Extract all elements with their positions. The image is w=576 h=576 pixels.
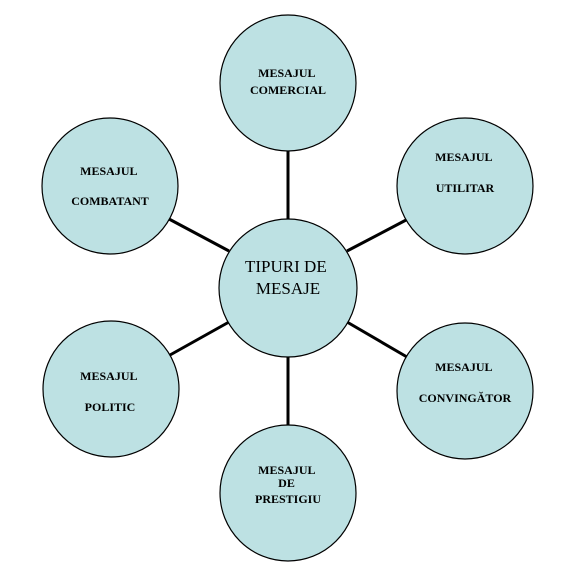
node-circle-convingator xyxy=(396,322,534,460)
node-label-convingator: MESAJUL CONVINGĂTOR xyxy=(419,360,512,405)
connectors xyxy=(168,150,409,425)
node-label-politic: MESAJUL POLITIC xyxy=(80,369,140,414)
node-label-line: COMBATANT xyxy=(71,194,149,208)
node-label-line: MESAJUL xyxy=(80,164,137,178)
node-label-line: DE xyxy=(278,476,295,490)
node-circle-politic xyxy=(42,320,180,458)
center-label: TIPURI DE MESAJE xyxy=(245,257,331,298)
node-label-line: MESAJUL xyxy=(435,150,492,164)
node-label-combatant: MESAJUL COMBATANT xyxy=(71,164,149,208)
node-label-line: COMERCIAL xyxy=(250,83,326,97)
node-circle-prestigiu xyxy=(219,424,357,562)
node-circle-utilitar xyxy=(396,117,534,255)
node-label-line: MESAJUL xyxy=(258,463,315,477)
node-label-comercial: MESAJUL COMERCIAL xyxy=(250,66,326,97)
node-label-line: PRESTIGIU xyxy=(255,492,321,506)
center-circle xyxy=(218,218,358,358)
node-label-line: UTILITAR xyxy=(436,181,495,195)
connector-politic xyxy=(169,320,230,357)
node-label-prestigiu: MESAJUL DE PRESTIGIU xyxy=(255,463,321,506)
connector-utilitar xyxy=(346,217,409,253)
node-label-line: POLITIC xyxy=(85,400,136,414)
connector-combatant xyxy=(168,217,230,253)
node-label-line: MESAJUL xyxy=(80,369,137,383)
node-circle-combatant xyxy=(41,117,179,255)
node-circle-comercial xyxy=(219,14,357,152)
node-label-line: MESAJUL xyxy=(258,66,315,80)
center-label-line: MESAJE xyxy=(256,279,320,298)
center-label-line: TIPURI DE xyxy=(245,257,327,276)
node-label-utilitar: MESAJUL UTILITAR xyxy=(435,150,495,195)
node-label-line: CONVINGĂTOR xyxy=(419,391,512,405)
node-label-line: MESAJUL xyxy=(435,360,492,374)
connector-convingator xyxy=(346,320,408,359)
